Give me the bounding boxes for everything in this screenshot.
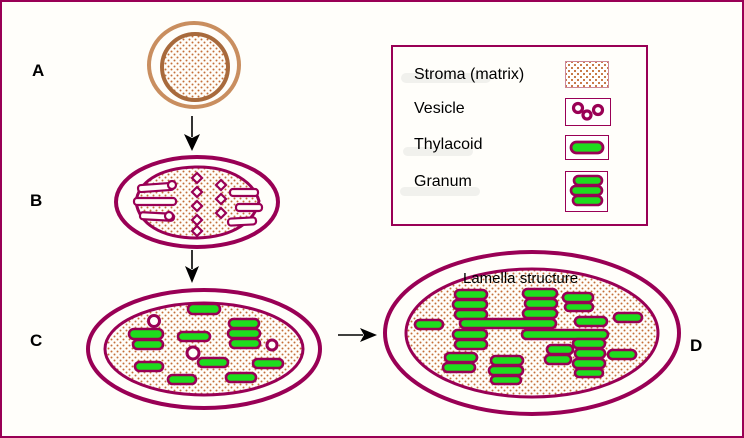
outer-membrane xyxy=(383,250,681,416)
vesicle xyxy=(265,338,279,352)
thylakoid-bar xyxy=(606,348,638,361)
legend-label-thylacoid: Thylacoid xyxy=(414,136,483,153)
vesicle xyxy=(147,314,161,328)
granum-thylakoid xyxy=(453,288,489,301)
granum-thylakoid xyxy=(571,337,607,350)
lamella-structure-label: Lamella structure xyxy=(463,270,579,287)
granum-thylakoid xyxy=(453,308,489,321)
thylakoid-bar xyxy=(251,357,285,370)
granum-thylakoid xyxy=(443,351,479,364)
legend-box: Stroma (matrix) Vesicle Thylacoid Granum xyxy=(391,45,648,226)
granum-thylakoid xyxy=(441,361,477,374)
background-smudge xyxy=(400,187,480,196)
arrow-c-to-d xyxy=(338,328,377,342)
granum-thylakoid xyxy=(487,364,525,377)
granum-thylakoid xyxy=(563,301,595,313)
granum-thylakoid xyxy=(451,298,489,311)
granum-thylakoid xyxy=(543,353,573,366)
thylakoid-bar xyxy=(127,327,165,341)
vesicle-chain xyxy=(163,171,228,238)
granum-icon xyxy=(569,174,604,207)
granum-thylakoid xyxy=(523,297,559,310)
outer-membrane xyxy=(147,21,241,109)
membrane-channel xyxy=(228,187,260,198)
stage-label-a: A xyxy=(32,61,45,80)
lamella-bar xyxy=(458,317,558,330)
stage-label-b: B xyxy=(30,191,43,210)
background-smudge xyxy=(403,147,473,156)
granum-thylakoid xyxy=(573,315,609,328)
vesicle xyxy=(185,345,201,361)
lamella-bar xyxy=(520,328,610,341)
thylakoid-bar xyxy=(227,317,261,330)
thylakoid-bar xyxy=(176,330,212,343)
thylakoid-swatch xyxy=(565,135,609,160)
thylakoid-bar xyxy=(133,360,165,373)
thylakoids xyxy=(127,302,285,386)
thylakoid-bar xyxy=(166,373,198,386)
thylakoid-bar xyxy=(186,302,222,316)
legend-label-vesicle: Vesicle xyxy=(414,100,465,117)
thylakoid-icon xyxy=(569,140,605,155)
stage-b-developing-plastid xyxy=(114,155,280,249)
granum-thylakoid xyxy=(453,338,489,351)
thylakoid-bar xyxy=(228,337,262,350)
outer-membrane xyxy=(86,288,322,410)
legend-label-granum: Granum xyxy=(414,173,472,190)
arrow-b-to-c xyxy=(185,250,199,283)
arrow-a-to-b xyxy=(184,116,200,151)
thylakoid-bar xyxy=(224,371,258,384)
outer-membrane xyxy=(114,155,280,249)
thylakoid-bar xyxy=(413,318,445,331)
inner-membrane-stroma-fill xyxy=(160,32,230,102)
granum-thylakoid xyxy=(451,328,489,341)
granum-thylakoid xyxy=(571,357,607,370)
granum-thylakoid xyxy=(573,347,607,360)
membrane-channel xyxy=(234,202,264,213)
membrane-channel xyxy=(226,216,258,227)
vesicle-swatch xyxy=(565,98,611,126)
granum-thylakoid xyxy=(545,343,575,356)
granum-thylakoid xyxy=(521,287,559,300)
stage-label-c: C xyxy=(30,331,43,350)
vesicle-icon xyxy=(571,101,605,121)
stage-d-mature-chloroplast xyxy=(383,250,681,416)
thylakoid-bar xyxy=(131,338,165,351)
granum-thylakoid xyxy=(521,307,559,320)
thylakoid-bar xyxy=(196,356,230,369)
legend-label-stroma: Stroma (matrix) xyxy=(414,66,525,83)
granum-thylakoid xyxy=(561,291,595,304)
granum-thylakoid xyxy=(573,367,605,379)
granum-thylakoid xyxy=(489,354,525,367)
membrane-channel xyxy=(132,196,178,207)
stroma-swatch xyxy=(565,61,609,88)
stage-label-d: D xyxy=(690,336,703,355)
stage-a-proplastid xyxy=(147,21,241,109)
grana-and-lamellae xyxy=(413,287,644,386)
granum-thylakoid xyxy=(489,374,523,386)
stage-c-young-chloroplast xyxy=(86,288,322,410)
thylakoid-bar xyxy=(612,311,644,324)
background-smudge xyxy=(401,73,491,83)
thylakoid-bar xyxy=(226,327,262,340)
granum-swatch xyxy=(565,171,608,212)
